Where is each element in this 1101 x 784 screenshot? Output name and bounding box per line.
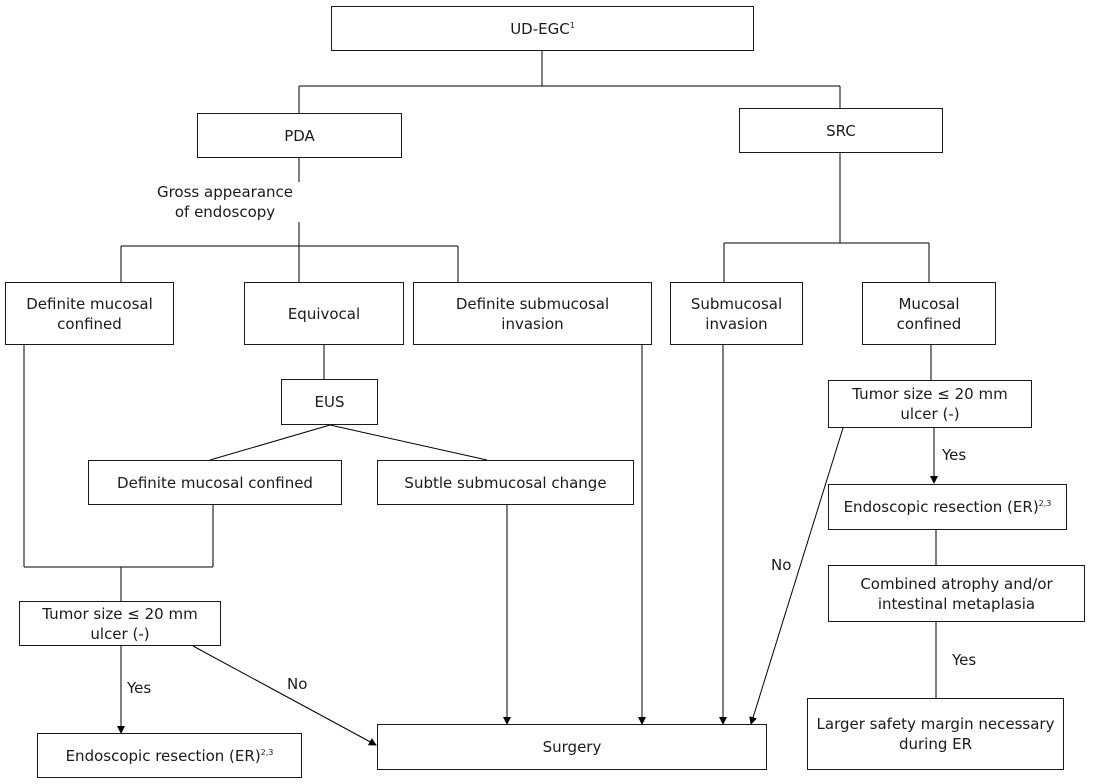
label-gross-appearance: Gross appearance of endoscopy bbox=[156, 183, 294, 221]
label-yes-right-1: Yes bbox=[942, 446, 967, 464]
node-subtle-submucosal-change: Subtle submucosal change bbox=[377, 460, 634, 505]
node-src: SRC bbox=[739, 108, 943, 153]
node-endoscopic-resection-left: Endoscopic resection (ER)2,3 bbox=[37, 733, 302, 778]
node-surgery: Surgery bbox=[377, 724, 767, 770]
label-no-right: No bbox=[771, 556, 792, 574]
node-eus: EUS bbox=[281, 379, 378, 425]
node-endoscopic-resection-right: Endoscopic resection (ER)2,3 bbox=[828, 484, 1067, 530]
node-equivocal: Equivocal bbox=[244, 282, 404, 345]
label-yes-right-2: Yes bbox=[952, 651, 977, 669]
label-no-left: No bbox=[287, 675, 308, 693]
node-ud-egc: UD-EGC1 bbox=[331, 6, 754, 51]
label-yes-left: Yes bbox=[127, 679, 152, 697]
node-definite-mucosal-confined-eus: Definite mucosal confined bbox=[88, 460, 342, 505]
node-pda: PDA bbox=[197, 113, 402, 158]
